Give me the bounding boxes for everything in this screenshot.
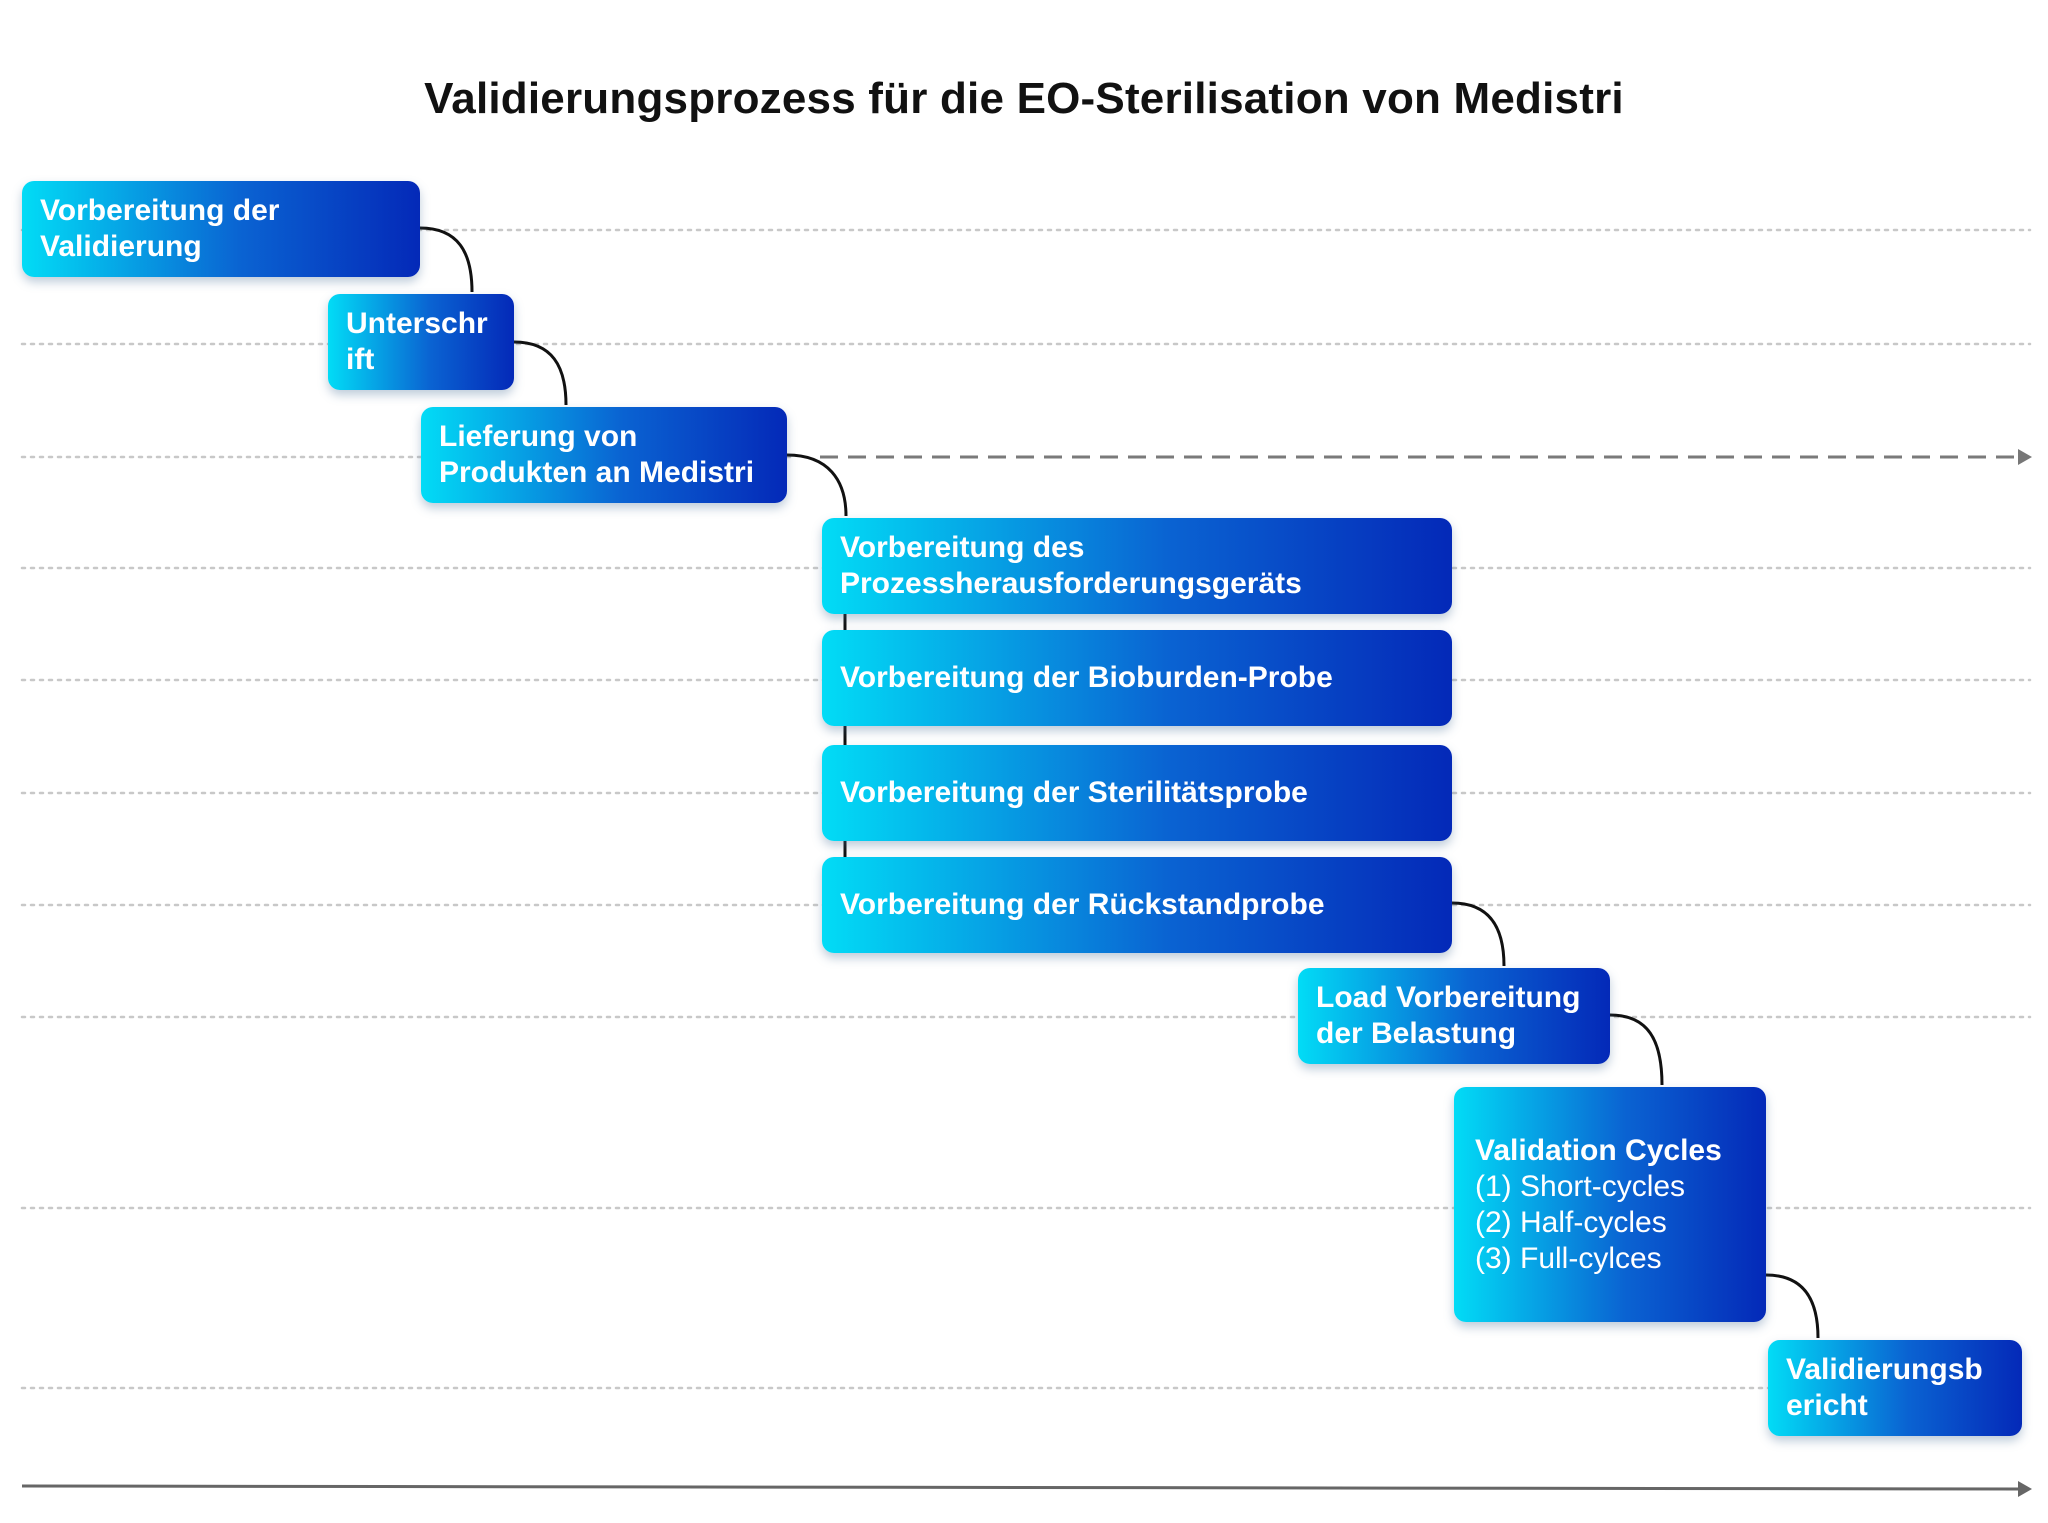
arrow-head-icon (2018, 1481, 2032, 1497)
connector (786, 453, 848, 517)
step-prozessherausforderungsgeraet: Vorbereitung des Prozessherausforderungs… (822, 518, 1452, 614)
connector (513, 340, 568, 406)
step-unterschrift: Unterschr ift (328, 294, 514, 390)
timeline-axis (21, 1481, 2032, 1497)
step-load-vorbereitung: Load Vorbereitung der Belastung (1298, 968, 1610, 1064)
step-sterilitaetsprobe: Vorbereitung der Sterilitätsprobe (822, 745, 1452, 841)
delivery-dashed-arrow (820, 449, 2032, 465)
step-validation-cycles: Validation Cycles (1) Short-cycles (2) H… (1454, 1087, 1766, 1322)
diagram-title: Validierungsprozess für die EO-Sterilisa… (424, 74, 1624, 123)
step-rueckstandprobe: Vorbereitung der Rückstandprobe (822, 857, 1452, 953)
step-vorbereitung-validierung: Vorbereitung der Validierung (22, 181, 420, 277)
connector (419, 226, 474, 293)
connector (1451, 901, 1506, 967)
step-validierungsbericht: Validierungsb ericht (1768, 1340, 2022, 1436)
step-bioburden-probe: Vorbereitung der Bioburden-Probe (822, 630, 1452, 726)
cycle-item: (3) Full-cylces (1475, 1241, 1662, 1275)
arrow-head-icon (2018, 449, 2032, 465)
step-lieferung-produkte: Lieferung von Produkten an Medistri (421, 407, 787, 503)
connector (1765, 1273, 1820, 1339)
cycle-item: (1) Short-cycles (1475, 1169, 1686, 1203)
connectors (419, 226, 1820, 1339)
cycle-item: (2) Half-cycles (1475, 1205, 1667, 1239)
connector (1609, 1013, 1664, 1086)
